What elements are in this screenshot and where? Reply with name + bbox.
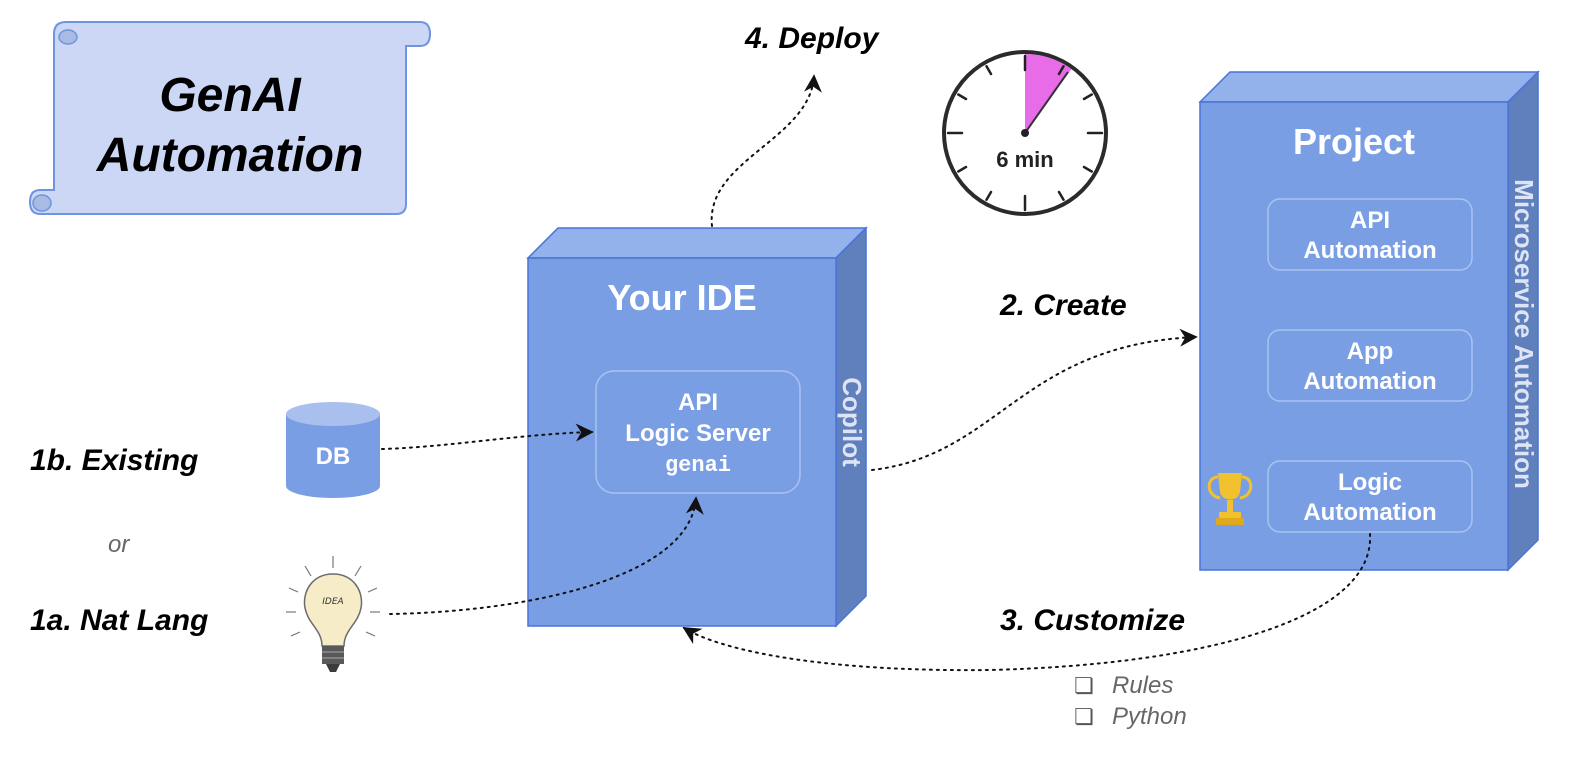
db-label: DB: [316, 443, 351, 470]
logic-automation-line-2: Automation: [1303, 499, 1436, 526]
rules-option-label: Rules: [1112, 672, 1173, 699]
or-label: or: [108, 531, 130, 558]
step-deploy-label: 4. Deploy: [744, 22, 880, 55]
customize-arrow: [682, 533, 1372, 672]
trophy-icon: [1207, 473, 1253, 525]
app-automation-line-2: Automation: [1303, 368, 1436, 395]
lightbulb-icon: IDEA: [286, 556, 380, 672]
ide-title: Your IDE: [607, 277, 756, 318]
natlang-to-server-arrow: [389, 496, 704, 615]
api-automation-box: API Automation: [1267, 198, 1473, 271]
logic-automation-box: Logic Automation: [1267, 460, 1473, 533]
logic-automation-line-1: Logic: [1338, 469, 1402, 496]
step-customize-label: 3. Customize: [1000, 604, 1185, 637]
microservice-automation-label: Microservice Automation: [1509, 179, 1539, 489]
rules-checkbox-icon: ❏: [1074, 674, 1094, 699]
project-title: Project: [1293, 121, 1415, 162]
python-option-label: Python: [1112, 703, 1187, 730]
bulb-label: IDEA: [322, 597, 343, 607]
database-icon: DB: [286, 402, 380, 498]
title-line-1: GenAI: [159, 69, 302, 122]
timer-label: 6 min: [996, 147, 1053, 172]
logic-server-line-1: API: [678, 389, 718, 416]
copilot-label: Copilot: [837, 377, 867, 467]
api-automation-line-2: Automation: [1303, 237, 1436, 264]
customize-options: ❏ Rules ❏ Python: [1074, 672, 1187, 730]
logic-server-box: API Logic Server genai: [595, 370, 801, 494]
python-checkbox-icon: ❏: [1074, 705, 1094, 730]
deploy-arrow: [710, 74, 822, 227]
title-scroll: GenAI Automation: [28, 21, 432, 215]
app-automation-line-1: App: [1347, 338, 1394, 365]
step-natlang-label: 1a. Nat Lang: [30, 604, 208, 637]
project-box: Project Microservice Automation API Auto…: [1198, 70, 1540, 572]
timer-icon: 6 min: [942, 50, 1108, 216]
logic-server-line-3: genai: [665, 453, 731, 478]
create-arrow: [871, 328, 1198, 471]
api-automation-line-1: API: [1350, 207, 1390, 234]
app-automation-box: App Automation: [1267, 329, 1473, 402]
step-existing-label: 1b. Existing: [30, 444, 198, 477]
logic-server-line-2: Logic Server: [625, 420, 770, 447]
ide-box: Your IDE Copilot API Logic Server genai: [526, 226, 868, 628]
step-create-label: 2. Create: [999, 289, 1127, 322]
title-line-2: Automation: [96, 129, 364, 182]
db-to-server-arrow: [381, 423, 594, 450]
